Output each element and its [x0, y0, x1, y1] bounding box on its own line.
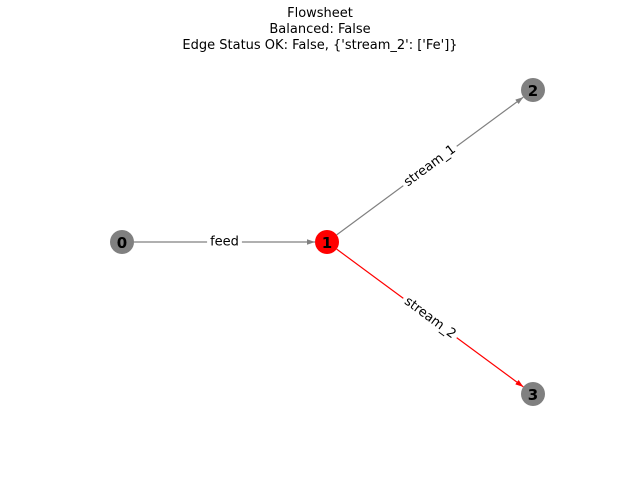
- edge-label: stream_1: [401, 142, 458, 190]
- edge-label: feed: [210, 235, 239, 250]
- node-label: 2: [528, 82, 538, 100]
- edge-label-group: stream_1: [398, 139, 462, 193]
- node-label: 1: [322, 234, 332, 252]
- node-circle: [315, 230, 339, 254]
- node-0: 0: [110, 230, 134, 254]
- node-circle: [521, 78, 545, 102]
- nodes-layer: 0 1 2 3: [110, 78, 545, 406]
- node-label: 3: [528, 386, 538, 404]
- title-line-1: Flowsheet: [287, 6, 353, 21]
- edge-1-3: stream_2: [336, 248, 524, 388]
- node-circle: [110, 230, 134, 254]
- edge-label-background: [207, 233, 242, 251]
- edge-label-group: stream_2: [398, 291, 462, 345]
- title-line-3: Edge Status OK: False, {'stream_2': ['Fe…: [182, 38, 457, 53]
- edge-1-2: stream_1: [336, 96, 524, 236]
- title-line-2: Balanced: False: [269, 22, 370, 37]
- node-1: 1: [315, 230, 339, 254]
- node-circle: [521, 382, 545, 406]
- edge-label: stream_2: [401, 294, 458, 342]
- node-label: 0: [117, 234, 127, 252]
- edge-label-group: feed: [207, 233, 242, 251]
- diagram-title: Flowsheet Balanced: False Edge Status OK…: [182, 6, 457, 53]
- edge-label-background: [398, 291, 462, 345]
- node-3: 3: [521, 382, 545, 406]
- node-2: 2: [521, 78, 545, 102]
- edge-0-1: feed: [134, 233, 315, 251]
- edge-label-background: [398, 139, 462, 193]
